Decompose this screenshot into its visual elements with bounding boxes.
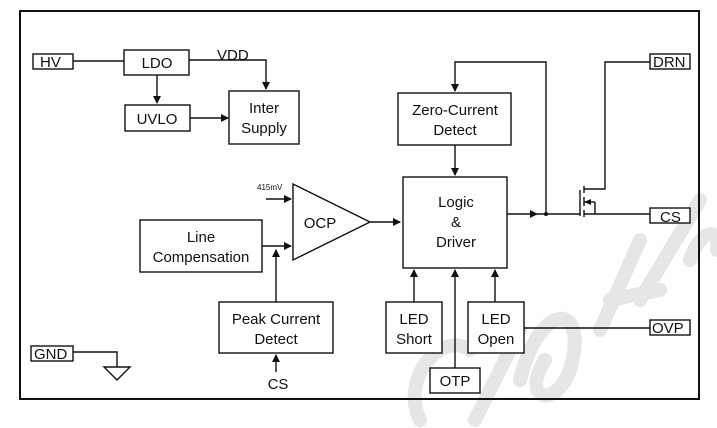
svg-text:LDO: LDO: [142, 55, 173, 72]
wire-zcd-sense: [451, 61, 547, 213]
pin-gnd: GND: [30, 345, 74, 363]
svg-text:Zero-Current: Zero-Current: [412, 102, 499, 119]
svg-text:OVP: OVP: [652, 320, 684, 337]
svg-text:Detect: Detect: [433, 122, 477, 139]
net-label-415mv: 415mV: [257, 183, 283, 192]
pin-ovp: OVP: [649, 319, 691, 337]
svg-text:Inter: Inter: [249, 100, 279, 117]
svg-text:UVLO: UVLO: [137, 111, 178, 128]
junction-dot: [544, 212, 548, 216]
net-label-vdd: VDD: [217, 47, 249, 64]
pin-cs: CS: [649, 207, 691, 226]
watermark: [407, 193, 717, 427]
block-led-short: LED Short: [385, 301, 443, 354]
pin-drn: DRN: [649, 53, 691, 71]
svg-text:Detect: Detect: [254, 331, 298, 348]
block-uvlo: UVLO: [124, 104, 191, 132]
svg-text:OTP: OTP: [440, 373, 471, 390]
svg-text:Compensation: Compensation: [153, 249, 250, 266]
svg-text:Supply: Supply: [241, 120, 287, 137]
block-otp: OTP: [429, 367, 481, 394]
block-led-open: LED Open: [467, 301, 525, 354]
chip-boundary: [19, 10, 700, 400]
svg-text:Open: Open: [478, 331, 515, 348]
block-inter-supply: Inter Supply: [228, 90, 300, 145]
svg-text:GND: GND: [34, 346, 68, 363]
wire-vdd: [189, 59, 270, 90]
net-label-cs-input: CS: [268, 376, 289, 393]
block-logic-driver: Logic & Driver: [402, 176, 508, 269]
block-zero-current-detect: Zero-Current Detect: [397, 92, 512, 146]
wire-gnd: [73, 351, 118, 367]
block-ocp-comparator: OCP: [292, 182, 372, 262]
mosfet-icon: [579, 61, 650, 217]
pin-hv: HV: [32, 53, 74, 71]
svg-text:LED: LED: [481, 311, 510, 328]
ground-icon: [102, 366, 132, 381]
svg-text:OCP: OCP: [304, 215, 337, 232]
block-line-compensation: Line Compensation: [139, 219, 263, 273]
svg-text:LED: LED: [399, 311, 428, 328]
block-ldo: LDO: [123, 49, 190, 76]
block-peak-current-detect: Peak Current Detect: [218, 301, 334, 354]
svg-text:DRN: DRN: [653, 54, 686, 71]
svg-text:Peak Current: Peak Current: [232, 311, 321, 328]
svg-text:Short: Short: [396, 331, 433, 348]
svg-text:Line: Line: [187, 229, 215, 246]
svg-text:Logic: Logic: [438, 194, 474, 211]
svg-text:Driver: Driver: [436, 234, 476, 251]
svg-text:CS: CS: [660, 209, 681, 226]
svg-text:&: &: [451, 214, 461, 231]
svg-text:HV: HV: [40, 54, 61, 71]
